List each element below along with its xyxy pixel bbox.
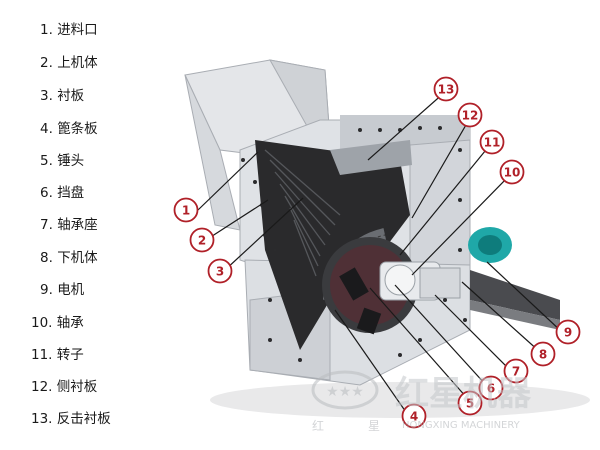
legend-item-2: 2. 上机体 [40, 55, 98, 71]
callout-11: 11 [479, 129, 505, 155]
callout-6: 6 [478, 375, 504, 401]
callout-7: 7 [503, 358, 529, 384]
parts-legend: 1. 进料口 2. 上机体 3. 衬板 4. 篦条板 5. 锤头 6. 挡盘 7… [0, 0, 160, 450]
watermark-logo-icon: ★★★ [311, 370, 379, 410]
legend-item-3: 3. 衬板 [40, 88, 85, 104]
callout-9: 9 [555, 319, 581, 345]
svg-text:1: 1 [182, 204, 190, 218]
legend-item-13: 13. 反击衬板 [31, 411, 111, 427]
callout-8: 8 [530, 341, 556, 367]
watermark-char-right: 星 [368, 419, 380, 433]
leader-lines [197, 91, 563, 416]
svg-text:2: 2 [198, 234, 206, 248]
watermark-char-left: 红 [312, 418, 324, 433]
callout-13: 13 [433, 76, 459, 102]
callout-2: 2 [189, 227, 215, 253]
svg-text:4: 4 [410, 410, 418, 424]
svg-text:13: 13 [438, 83, 455, 97]
svg-text:11: 11 [484, 136, 501, 150]
legend-item-1: 1. 进料口 [40, 22, 98, 38]
svg-text:12: 12 [462, 109, 479, 123]
svg-text:5: 5 [466, 397, 474, 411]
svg-text:3: 3 [216, 265, 224, 279]
svg-text:8: 8 [539, 348, 547, 362]
watermark-brand: 红星机器 [395, 374, 532, 414]
callout-5: 5 [457, 390, 483, 416]
legend-item-12: 12. 侧衬板 [31, 379, 98, 395]
legend-item-5: 5. 锤头 [40, 153, 85, 169]
legend-item-9: 9. 电机 [40, 282, 85, 298]
callout-1: 1 [173, 197, 199, 223]
legend-item-8: 8. 下机体 [40, 250, 98, 266]
watermark: ★★★ 红星机器 红 星 HONGXING MACHINERY [311, 370, 532, 433]
svg-text:9: 9 [564, 326, 572, 340]
callouts: 1 2 3 4 5 6 7 8 9 10 11 12 13 [173, 76, 581, 429]
callout-12: 12 [457, 102, 483, 128]
legend-item-4: 4. 篦条板 [40, 121, 98, 137]
legend-item-7: 7. 轴承座 [40, 217, 98, 233]
callout-10: 10 [499, 159, 525, 185]
callout-3: 3 [207, 258, 233, 284]
legend-item-10: 10. 轴承 [31, 315, 84, 331]
svg-text:★★★: ★★★ [326, 384, 364, 400]
svg-text:7: 7 [512, 365, 520, 379]
crusher-machine [184, 59, 590, 418]
svg-text:6: 6 [487, 382, 495, 396]
watermark-english: HONGXING MACHINERY [402, 420, 521, 431]
callout-4: 4 [401, 403, 427, 429]
legend-item-6: 6. 挡盘 [40, 185, 85, 201]
legend-item-11: 11. 转子 [31, 347, 84, 363]
svg-text:10: 10 [504, 166, 521, 180]
